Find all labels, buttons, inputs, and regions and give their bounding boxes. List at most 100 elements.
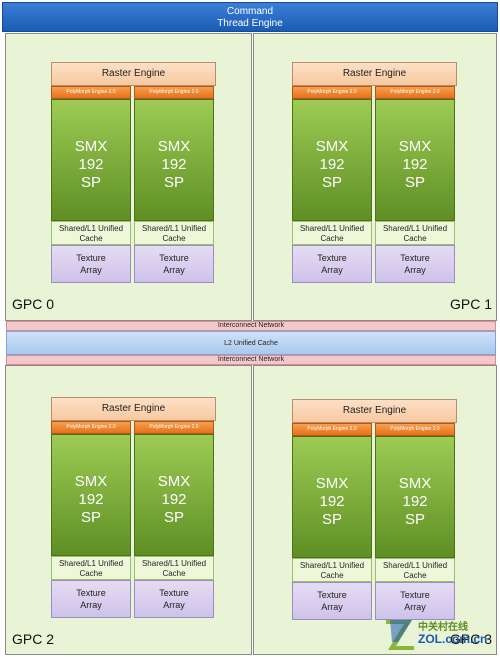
smx-label: SMX bbox=[157, 473, 191, 490]
raster-engine: Raster Engine bbox=[292, 399, 457, 423]
raster-engine: Raster Engine bbox=[51, 62, 216, 86]
cache-line1: Shared/L1 Unified bbox=[382, 561, 448, 570]
texture-line2: Array bbox=[163, 265, 185, 275]
interconnect-network-top: Interconnect Network bbox=[6, 321, 496, 331]
cache-line2: Cache bbox=[320, 234, 344, 243]
texture-line2: Array bbox=[321, 265, 343, 275]
texture-line1: Texture bbox=[76, 253, 106, 263]
polymorph-engine: PolyMorph Engine 2.0 bbox=[292, 86, 372, 99]
texture-line2: Array bbox=[80, 600, 102, 610]
sp-label: SP bbox=[80, 174, 101, 191]
sp-label: SP bbox=[321, 511, 342, 528]
sp-label: SP bbox=[404, 511, 425, 528]
smx-label: SMX bbox=[398, 475, 432, 492]
polymorph-engine: PolyMorph Engine 2.0 bbox=[134, 421, 214, 434]
cache-line1: Shared/L1 Unified bbox=[382, 224, 448, 233]
sp-count: 192 bbox=[161, 156, 187, 173]
sp-count: 192 bbox=[319, 156, 345, 173]
smx-label: SMX bbox=[315, 138, 349, 155]
polymorph-engine: PolyMorph Engine 2.0 bbox=[375, 423, 455, 436]
sp-count: 192 bbox=[161, 491, 187, 508]
sp-count: 192 bbox=[319, 493, 345, 510]
zol-watermark: 中关村在线 ZOL.com.cn bbox=[384, 614, 500, 656]
gpc-label: GPC 1 bbox=[450, 296, 493, 312]
interconnect-network-bottom: Interconnect Network bbox=[6, 355, 496, 365]
texture-line2: Array bbox=[80, 265, 102, 275]
polymorph-engine: PolyMorph Engine 2.0 bbox=[51, 421, 131, 434]
cache-line2: Cache bbox=[79, 569, 103, 578]
sp-label: SP bbox=[80, 509, 101, 526]
gpc-label: GPC 2 bbox=[12, 631, 55, 647]
polymorph-engine: PolyMorph Engine 2.0 bbox=[375, 86, 455, 99]
smx-label: SMX bbox=[315, 475, 349, 492]
texture-line1: Texture bbox=[159, 253, 189, 263]
gpc-label: GPC 0 bbox=[12, 296, 55, 312]
polymorph-engine: PolyMorph Engine 2.0 bbox=[292, 423, 372, 436]
texture-line2: Array bbox=[163, 600, 185, 610]
cache-line1: Shared/L1 Unified bbox=[299, 561, 365, 570]
sp-label: SP bbox=[321, 174, 342, 191]
sp-count: 192 bbox=[78, 491, 104, 508]
cache-line2: Cache bbox=[403, 571, 427, 580]
sp-count: 192 bbox=[402, 493, 428, 510]
texture-line1: Texture bbox=[159, 588, 189, 598]
cache-line2: Cache bbox=[79, 234, 103, 243]
sp-label: SP bbox=[163, 174, 184, 191]
cache-line1: Shared/L1 Unified bbox=[141, 224, 207, 233]
texture-line1: Texture bbox=[400, 590, 430, 600]
cache-line1: Shared/L1 Unified bbox=[58, 559, 124, 568]
texture-line1: Texture bbox=[76, 588, 106, 598]
cache-line2: Cache bbox=[403, 234, 427, 243]
texture-line2: Array bbox=[404, 265, 426, 275]
texture-line1: Texture bbox=[317, 253, 347, 263]
cache-line2: Cache bbox=[320, 571, 344, 580]
raster-engine: Raster Engine bbox=[292, 62, 457, 86]
zol-logo-icon bbox=[386, 620, 414, 650]
sp-count: 192 bbox=[78, 156, 104, 173]
texture-line1: Texture bbox=[400, 253, 430, 263]
cache-line1: Shared/L1 Unified bbox=[299, 224, 365, 233]
cache-line2: Cache bbox=[162, 569, 186, 578]
smx-label: SMX bbox=[74, 138, 108, 155]
smx-label: SMX bbox=[157, 138, 191, 155]
cache-line2: Cache bbox=[162, 234, 186, 243]
cache-line1: Shared/L1 Unified bbox=[58, 224, 124, 233]
smx-label: SMX bbox=[74, 473, 108, 490]
sp-label: SP bbox=[163, 509, 184, 526]
polymorph-engine: PolyMorph Engine 2.0 bbox=[134, 86, 214, 99]
texture-line1: Texture bbox=[317, 590, 347, 600]
command-label: Command bbox=[226, 6, 274, 17]
